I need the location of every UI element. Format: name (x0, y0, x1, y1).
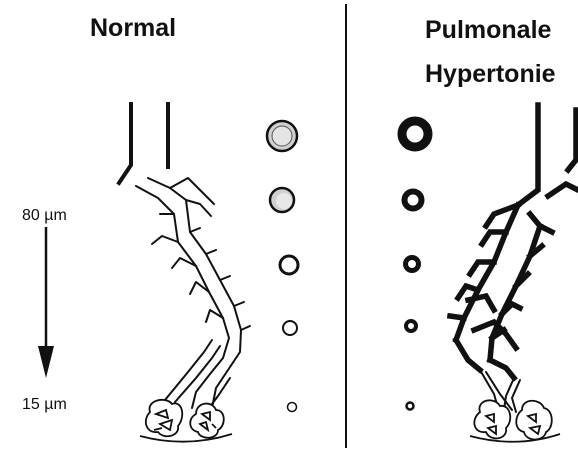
normal-lumen-1 (267, 121, 297, 151)
normal-alveoli (140, 400, 232, 442)
normal-lumen-5 (288, 403, 297, 412)
pulmonary-lumen-cross-sections (402, 121, 428, 410)
scale-arrow (38, 227, 54, 378)
normal-vessel-tree (136, 178, 250, 408)
pulmonary-lumen-2 (405, 192, 422, 209)
normal-vessel-trunk (119, 104, 168, 183)
normal-lumen-2 (270, 188, 294, 212)
pulmonary-lumen-4 (406, 321, 416, 331)
normal-lumen-4 (283, 321, 297, 335)
pulmonary-lumen-3 (406, 258, 419, 271)
pulmonary-lumen-5 (407, 403, 414, 410)
normal-lumen-3 (280, 256, 298, 274)
normal-vessel-cross-sections (267, 121, 298, 412)
pulmonary-vessel-tree (450, 105, 578, 378)
pulmonary-lumen-1 (402, 121, 428, 147)
